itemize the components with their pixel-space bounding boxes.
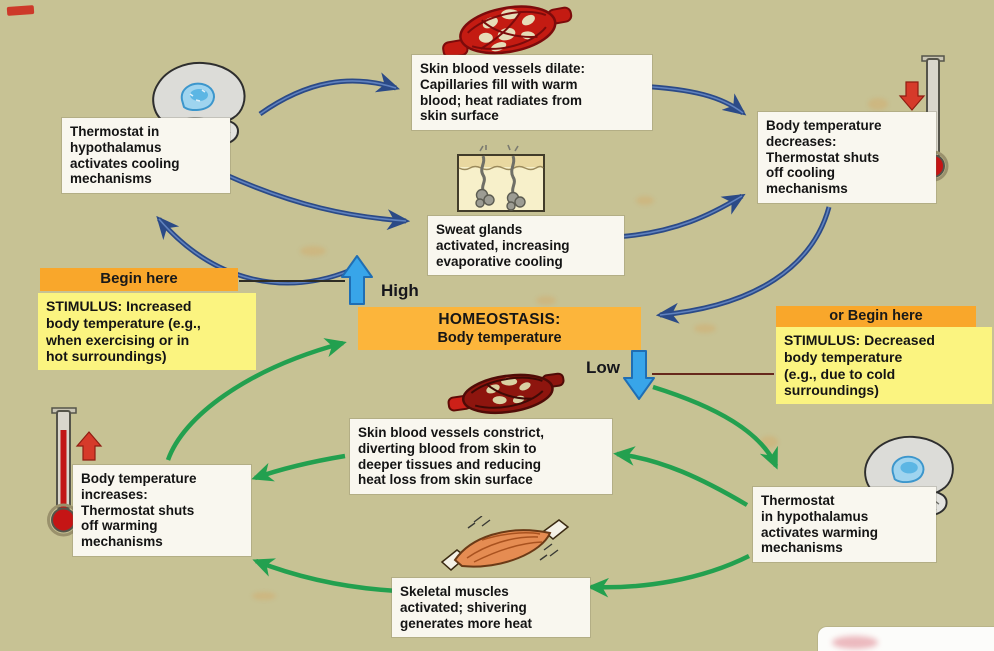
callout-line: hypothalamus <box>70 139 162 155</box>
stimulus-line: surroundings) <box>784 382 879 399</box>
low-label: Low <box>586 358 620 377</box>
callout-line: decreases: <box>766 133 837 149</box>
callout-temp-increases: Body temperature increases: Thermostat s… <box>73 465 251 556</box>
callout-line: Skin blood vessels constrict, <box>358 425 545 440</box>
speckle <box>252 592 276 600</box>
callout-line: in hypothalamus <box>761 508 869 524</box>
callout-line: Capillaries fill with warm <box>420 76 578 92</box>
callout-line: activates warming <box>761 524 879 540</box>
red-mark <box>6 5 35 16</box>
callout-skeletal-muscles: Skeletal muscles activated; shivering ge… <box>392 578 590 638</box>
callout-line: skin surface <box>420 108 499 124</box>
begin-here-header: Begin here <box>40 268 238 291</box>
callout-line: Thermostat shuts <box>766 149 880 165</box>
callout-line: activated, increasing <box>436 237 570 253</box>
callout-line: diverting blood from skin to <box>358 440 537 456</box>
callout-vessels-constrict: Skin blood vessels constrict, diverting … <box>350 419 612 495</box>
stimulus-line: body temperature (e.g., <box>46 314 201 331</box>
thermometer-rising-icon <box>30 402 106 540</box>
stimulus-decreased-box: STIMULUS: Decreased body temperature (e.… <box>776 327 992 405</box>
callout-line: mechanisms <box>761 540 843 556</box>
callout-line: Thermostat shuts <box>81 502 195 518</box>
homeostasis-subtitle: Body temperature <box>437 329 562 346</box>
homeostasis-title: HOMEOSTASIS: <box>438 311 561 328</box>
callout-line: off warming <box>81 518 158 534</box>
callout-line: Skeletal muscles <box>400 584 509 599</box>
stimulus-line: STIMULUS: Decreased <box>784 332 935 348</box>
high-label: High <box>381 281 419 300</box>
callout-line: heat loss from skin surface <box>358 472 533 488</box>
callout-vessels-dilate: Skin blood vessels dilate: Capillaries f… <box>412 55 652 131</box>
callout-cooling-thermostat: Thermostat in hypothalamus activates coo… <box>62 118 230 194</box>
stimulus-line: (e.g., due to cold <box>784 365 896 382</box>
callout-line: increases: <box>81 486 148 502</box>
callout-line: mechanisms <box>70 171 152 187</box>
stimulus-line: body temperature <box>784 348 903 365</box>
callout-line: off cooling <box>766 165 835 181</box>
callout-line: activated; shivering <box>400 599 527 615</box>
dilated-blood-vessel-icon <box>440 2 575 60</box>
begin-here-label: Begin here <box>100 270 178 287</box>
callout-line: blood; heat radiates from <box>420 92 583 108</box>
sweat-gland-icon <box>455 143 547 215</box>
stimulus-increased-box: STIMULUS: Increased body temperature (e.… <box>38 293 256 371</box>
speckle <box>760 436 778 448</box>
callout-line: deeper tissues and reducing <box>358 456 542 472</box>
corner-artifact-box <box>818 627 994 651</box>
speckle <box>868 98 888 110</box>
callout-line: Thermostat in <box>70 124 160 139</box>
callout-line: Sweat glands <box>436 222 523 237</box>
constricted-blood-vessel-icon <box>446 368 568 422</box>
speckle <box>300 246 326 256</box>
callout-line: Body temperature <box>766 118 882 133</box>
callout-line: generates more heat <box>400 615 533 631</box>
callout-line: activates cooling <box>70 155 180 171</box>
or-begin-here-label: or Begin here <box>829 308 923 324</box>
low-down-arrow <box>623 350 655 400</box>
callout-sweat-glands: Sweat glands activated, increasing evapo… <box>428 216 624 276</box>
stimulus-line: hot surroundings) <box>46 348 167 365</box>
or-begin-here-header: or Begin here <box>776 306 976 328</box>
callout-line: Thermostat <box>761 493 835 508</box>
callout-line: Body temperature <box>81 471 197 486</box>
speckle <box>694 324 716 333</box>
stimulus-line: when exercising or in <box>46 331 190 348</box>
callout-line: mechanisms <box>81 534 163 550</box>
homeostasis-box: HOMEOSTASIS: Body temperature <box>358 307 641 351</box>
callout-line: Skin blood vessels dilate: <box>420 61 586 76</box>
high-up-arrow <box>341 255 373 305</box>
callout-line: evaporative cooling <box>436 253 563 269</box>
callout-warming-thermostat: Thermostat in hypothalamus activates war… <box>753 487 936 563</box>
speckle <box>636 196 654 205</box>
stimulus-line: STIMULUS: Increased <box>46 298 192 314</box>
callout-temp-decreases: Body temperature decreases: Thermostat s… <box>758 112 936 203</box>
pink-smudge <box>832 636 878 649</box>
skeletal-muscle-icon <box>440 516 572 582</box>
speckle <box>536 296 556 305</box>
callout-line: mechanisms <box>766 181 848 197</box>
